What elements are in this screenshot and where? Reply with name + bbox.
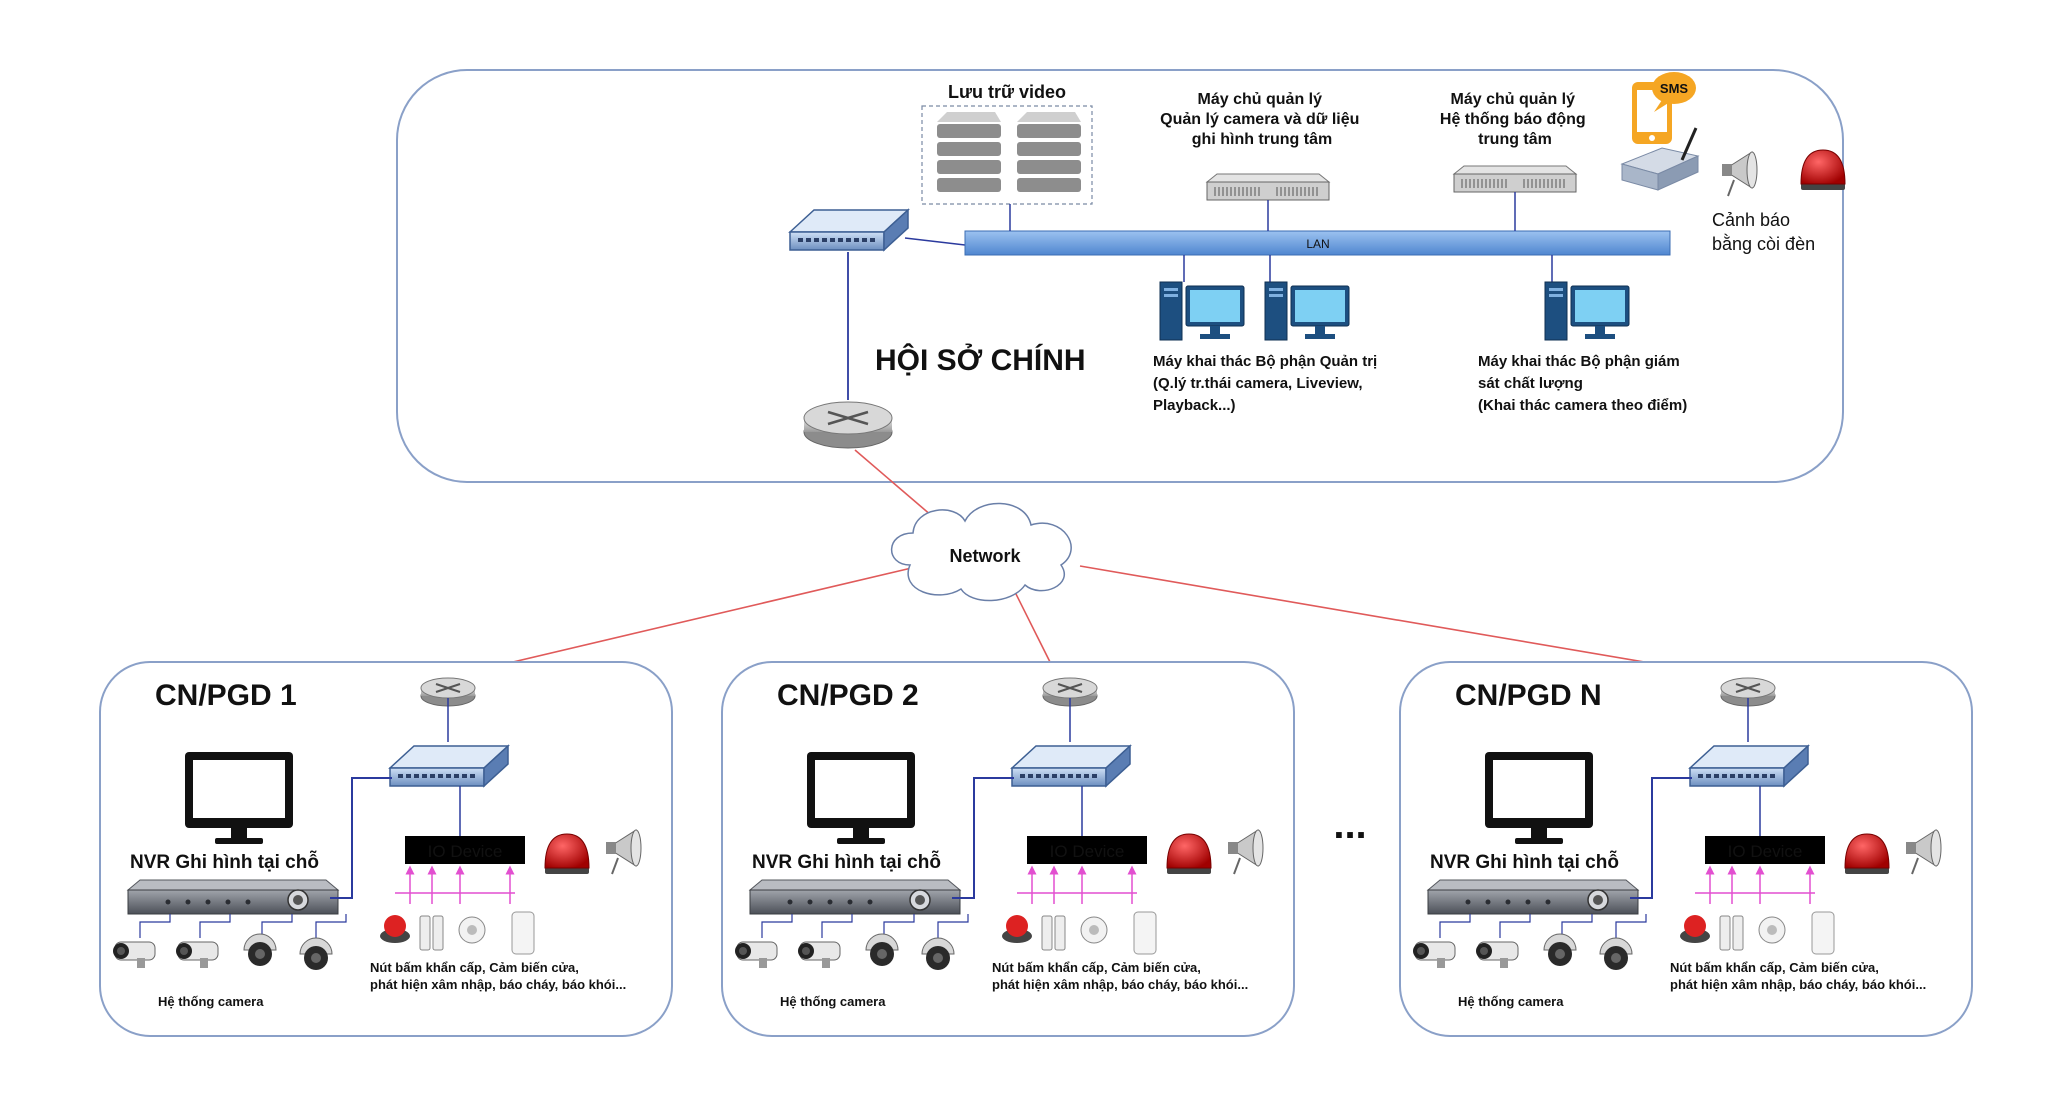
sensor-icon — [1680, 911, 1835, 955]
camera-system-label: Hệ thống camera — [780, 994, 886, 1009]
nvr-icon — [1427, 879, 1639, 915]
camera-link — [315, 914, 347, 938]
io-device-box — [405, 836, 525, 864]
camera-server-icon — [1206, 173, 1330, 201]
storage-label: Lưu trữ video — [948, 82, 1066, 102]
sensor-label: Nút bấm khẩn cấp, Cảm biến cửa, phát hiện… — [1670, 960, 1926, 992]
branch-switch-icon — [1689, 745, 1809, 787]
qc-ws-line-1: Máy khai thác Bộ phận giám — [1478, 353, 1680, 370]
alert-line-2: bằng còi đèn — [1712, 233, 1815, 254]
cloud-icon — [890, 502, 1072, 602]
camera-link — [1561, 914, 1593, 938]
io-device-box — [1705, 836, 1825, 864]
io-device-label: IO Device — [428, 842, 503, 861]
branch-panels: CN/PGD 1 NVR Ghi hình tại chỗ Hệ thống cam… — [99, 661, 1973, 1037]
sms-phone-icon: SMS — [1632, 72, 1696, 144]
sensor-line-1: Nút bấm khẩn cấp, Cảm biến cửa, — [1670, 960, 1879, 975]
camera-link — [261, 914, 293, 938]
storage-group-box — [921, 105, 1093, 205]
nvr-label: NVR Ghi hình tại chỗ — [130, 851, 319, 873]
admin-ws-label: Máy khai thác Bộ phận Quản trị (Q.lý tr.… — [1153, 353, 1381, 414]
branch-switch-icon — [1011, 745, 1131, 787]
camera-link — [1439, 914, 1471, 938]
camera-server-line-3: ghi hình trung tâm — [1192, 131, 1332, 148]
switch-lan-link — [904, 237, 966, 246]
branch-1: CN/PGD 1 NVR Ghi hình tại chỗ Hệ thống cam… — [99, 661, 673, 1037]
camera-system-label: Hệ thống camera — [158, 994, 264, 1009]
camera-link — [883, 914, 915, 938]
qc-ws-line-3: (Khai thác camera theo điểm) — [1478, 397, 1687, 414]
branch-title: CN/PGD 2 — [777, 679, 919, 712]
sensor-line-2: phát hiện xâm nhập, báo cháy, báo khói..… — [370, 977, 626, 992]
alert-line-1: Cảnh báo — [1712, 210, 1790, 230]
io-device-box — [1027, 836, 1147, 864]
hq-frame — [396, 69, 1844, 483]
branch-title: CN/PGD N — [1455, 679, 1602, 712]
hq-switch-icon — [789, 209, 909, 251]
camera-link — [937, 914, 969, 938]
camera-server-line-2: Quản lý camera và dữ liệu — [1160, 111, 1359, 128]
camera-link — [199, 914, 231, 938]
lan-bar — [964, 230, 1671, 256]
admin-ws-line-3: Playback...) — [1153, 397, 1236, 414]
camera-system-label: Hệ thống camera — [1458, 994, 1564, 1009]
sensor-line-1: Nút bấm khẩn cấp, Cảm biến cửa, — [992, 960, 1201, 975]
gsm-modem-icon — [1620, 127, 1700, 191]
admin-ws-line-2: (Q.lý tr.thái camera, Liveview, — [1153, 375, 1363, 392]
wan-links — [444, 449, 1739, 679]
sensor-label: Nút bấm khẩn cấp, Cảm biến cửa, phát hiện… — [992, 960, 1248, 992]
camera-link — [139, 914, 171, 938]
io-device-label: IO Device — [1050, 842, 1125, 861]
sensor-line-1: Nút bấm khẩn cấp, Cảm biến cửa, — [370, 960, 579, 975]
sms-label: SMS — [1660, 81, 1689, 96]
alarm-server-icon — [1453, 165, 1577, 193]
storage-icon — [937, 112, 1081, 192]
sensor-label: Nút bấm khẩn cấp, Cảm biến cửa, phát hiện… — [370, 960, 626, 992]
qc-ws-line-2: sát chất lượng — [1478, 375, 1583, 392]
sensor-line-2: phát hiện xâm nhập, báo cháy, báo khói..… — [992, 977, 1248, 992]
branch-2: CN/PGD 2 NVR Ghi hình tại chỗ Hệ thống cam… — [721, 661, 1295, 1037]
hq-title: HỘI SỞ CHÍNH — [875, 343, 1086, 377]
nvr-switch-link — [1630, 777, 1692, 899]
alarm-server-label: Máy chủ quản lý Hệ thống báo động trung … — [1440, 91, 1590, 148]
nvr-label: NVR Ghi hình tại chỗ — [752, 851, 941, 873]
nvr-icon — [749, 879, 961, 915]
alarm-server-line-2: Hệ thống báo động — [1440, 111, 1586, 128]
io-device-label: IO Device — [1728, 842, 1803, 861]
branch-switch-icon — [389, 745, 509, 787]
nvr-switch-link — [952, 777, 1014, 899]
alarm-server-line-3: trung tâm — [1478, 131, 1552, 148]
branch-title: CN/PGD 1 — [155, 679, 297, 712]
alert-label: Cảnh báo bằng còi đèn — [1712, 210, 1815, 254]
lan-label: LAN — [1306, 237, 1329, 251]
alarm-server-line-1: Máy chủ quản lý — [1451, 91, 1576, 108]
camera-server-label: Máy chủ quản lý Quản lý camera và dữ liệ… — [1160, 91, 1364, 148]
camera-server-line-1: Máy chủ quản lý — [1198, 91, 1323, 108]
network-label: Network — [949, 546, 1021, 566]
camera-link — [821, 914, 853, 938]
camera-link — [1615, 914, 1647, 938]
admin-ws-line-1: Máy khai thác Bộ phận Quản trị — [1153, 353, 1377, 370]
sensor-line-2: phát hiện xâm nhập, báo cháy, báo khói..… — [1670, 977, 1926, 992]
qc-ws-label: Máy khai thác Bộ phận giám sát chất lượn… — [1478, 353, 1687, 414]
branch-3: CN/PGD N NVR Ghi hình tại chỗ Hệ thống cam… — [1399, 661, 1973, 1037]
camera-link — [761, 914, 793, 938]
sensor-icon — [380, 911, 535, 955]
camera-link — [1499, 914, 1531, 938]
nvr-label: NVR Ghi hình tại chỗ — [1430, 851, 1619, 873]
ellipsis-label: ... — [1333, 803, 1366, 847]
nvr-icon — [127, 879, 339, 915]
hq-router-icon — [802, 400, 894, 450]
sensor-icon — [1002, 911, 1157, 955]
nvr-switch-link — [330, 777, 392, 899]
